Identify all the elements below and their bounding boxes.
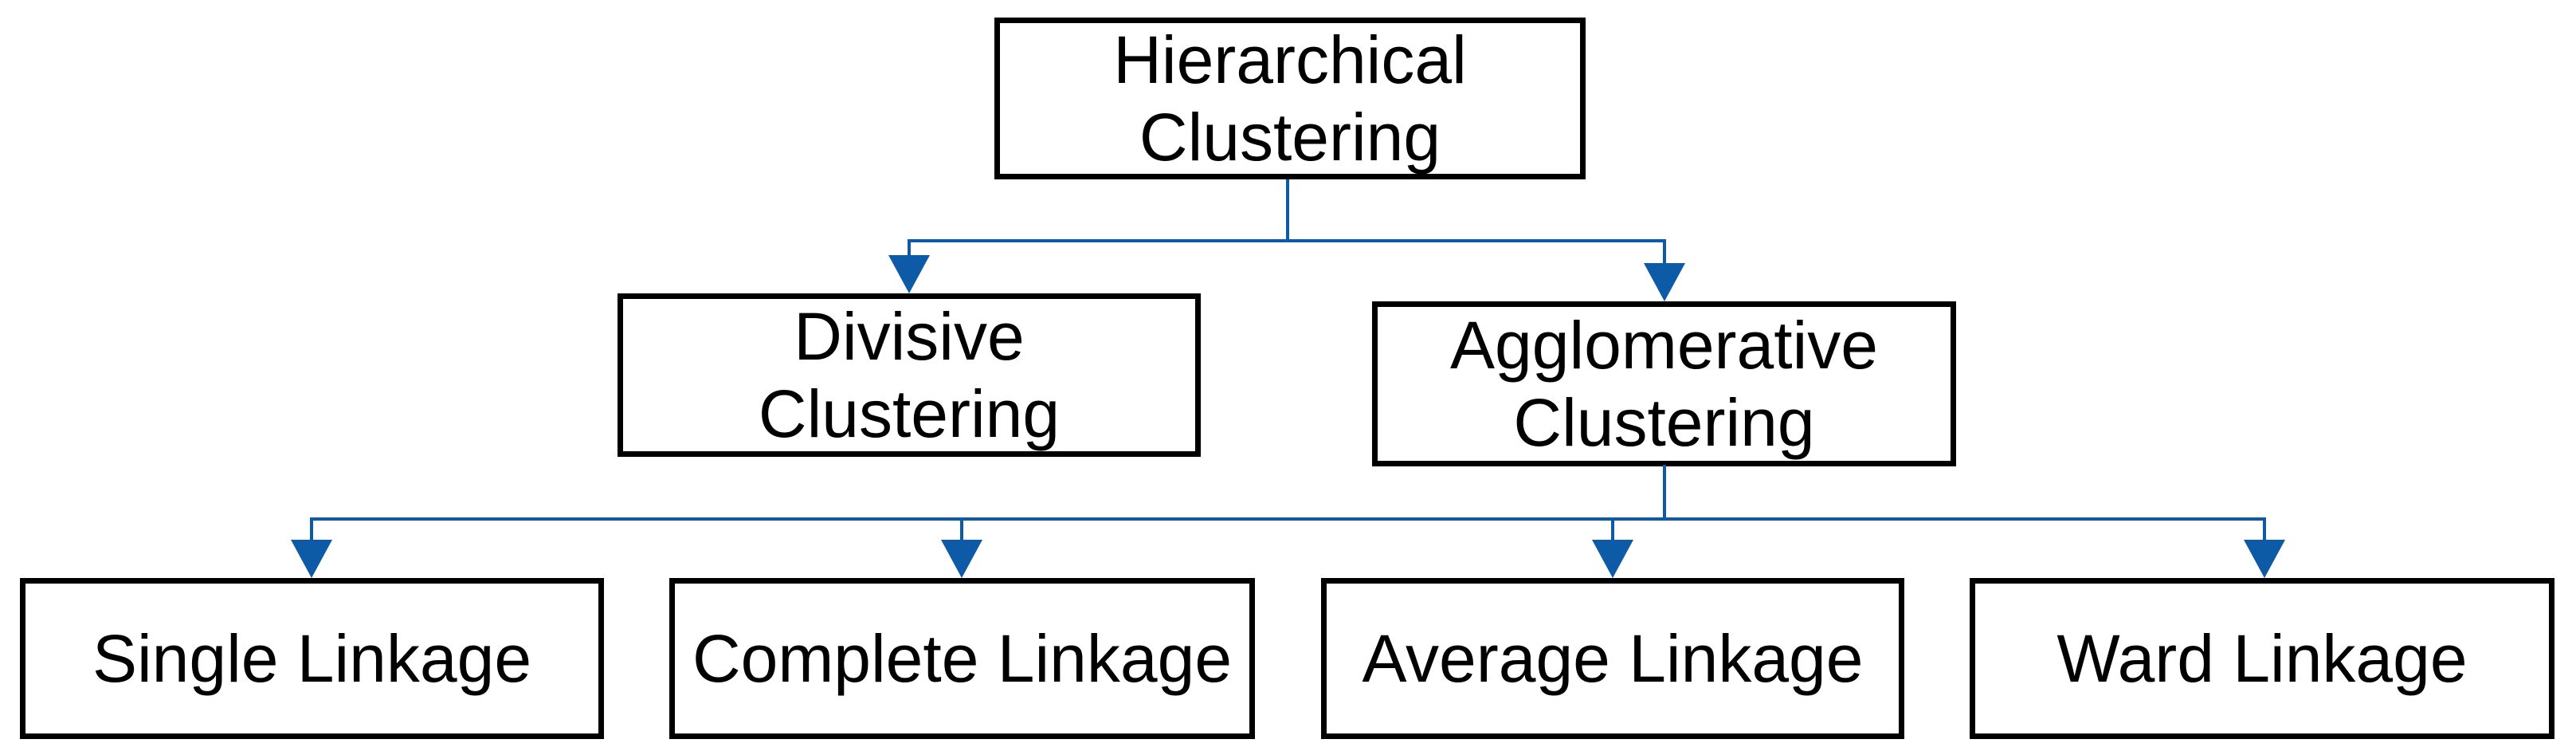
node-single-linkage: Single Linkage (20, 578, 604, 739)
node-hierarchical-clustering-label: Hierarchical Clustering (1113, 22, 1467, 175)
node-complete-linkage: Complete Linkage (669, 578, 1255, 739)
connector-complete-stub-line (960, 517, 963, 541)
node-average-linkage-label: Average Linkage (1362, 620, 1864, 696)
connector-agglomerative-stub-line (1663, 239, 1666, 266)
connector-single-stub-line (310, 517, 313, 541)
connector-average-stub-line (1611, 517, 1614, 541)
arrow-down-icon (941, 540, 982, 578)
arrow-down-icon (1644, 263, 1685, 301)
node-average-linkage: Average Linkage (1321, 578, 1904, 739)
node-divisive-clustering: Divisive Clustering (618, 293, 1201, 457)
node-divisive-clustering-label: Divisive Clustering (758, 298, 1061, 451)
connector-divisive-stub-line (908, 239, 911, 258)
arrow-down-icon (291, 540, 332, 578)
connector-ward-stub-line (2263, 517, 2266, 541)
node-hierarchical-clustering: Hierarchical Clustering (994, 18, 1586, 179)
connector-root-trunk-line (1286, 179, 1289, 242)
node-agglomerative-clustering-label: Agglomerative Clustering (1450, 307, 1878, 460)
connector-agglomerative-trunk-line (1663, 465, 1666, 521)
arrow-down-icon (2244, 540, 2285, 578)
arrow-down-icon (888, 255, 930, 293)
node-single-linkage-label: Single Linkage (92, 620, 532, 696)
node-complete-linkage-label: Complete Linkage (692, 620, 1233, 696)
node-ward-linkage: Ward Linkage (1970, 578, 2554, 739)
node-ward-linkage-label: Ward Linkage (2056, 620, 2468, 696)
node-agglomerative-clustering: Agglomerative Clustering (1372, 301, 1956, 466)
connector-level2-rail-line (908, 239, 1666, 242)
connector-level3-rail-line (310, 517, 2266, 521)
arrow-down-icon (1592, 540, 1633, 578)
